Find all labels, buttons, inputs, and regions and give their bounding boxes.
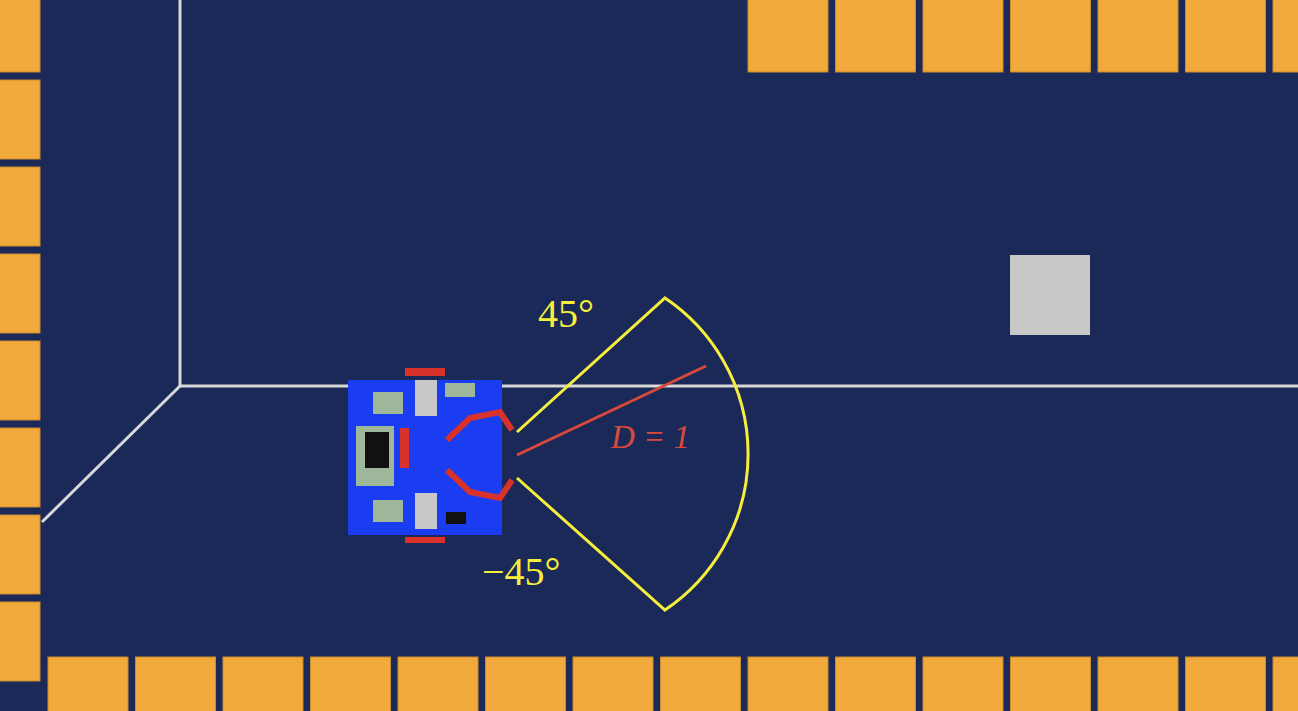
border-tile [1011, 0, 1091, 72]
field-line [180, 385, 1298, 388]
brick [356, 426, 394, 486]
border-tile [748, 0, 828, 72]
distance-label: D = 1 [611, 421, 690, 454]
border-tile [1098, 657, 1178, 711]
claw [447, 412, 512, 440]
border-tile [923, 0, 1003, 72]
border-tile [136, 657, 216, 711]
field-lines [42, 0, 1298, 522]
border-tile [748, 657, 828, 711]
robot [348, 368, 512, 543]
distance-ray [517, 366, 706, 455]
border-tile [1273, 0, 1298, 72]
border-tile [48, 657, 128, 711]
wheel [415, 380, 437, 416]
angle-label: 45° [538, 294, 594, 334]
module [373, 392, 403, 414]
border-tile [0, 428, 40, 507]
border-tile [1186, 657, 1266, 711]
border-tile [1011, 657, 1091, 711]
border-tile [836, 657, 916, 711]
wheel [415, 493, 437, 529]
border-tile [0, 0, 40, 72]
border-tile [486, 657, 566, 711]
border-tile [0, 515, 40, 594]
module [373, 500, 403, 522]
field-line [179, 0, 182, 386]
border-tile [0, 602, 40, 681]
border-tile [1098, 0, 1178, 72]
module [445, 383, 475, 397]
border-tile [1186, 0, 1266, 72]
port [446, 512, 466, 524]
border-tile [836, 0, 916, 72]
border-tile [573, 657, 653, 711]
screen [365, 432, 389, 468]
border-tile [0, 167, 40, 246]
claw [447, 470, 512, 498]
field-line [42, 386, 180, 522]
border-tile [661, 657, 741, 711]
wheel-mark [405, 368, 445, 376]
robot-body [348, 380, 502, 535]
border-tile [923, 657, 1003, 711]
border-tile [1273, 657, 1298, 711]
border-tile [0, 341, 40, 420]
angle-label: −45° [482, 552, 561, 592]
grey-block [1010, 255, 1090, 335]
border-tile [223, 657, 303, 711]
indicator [400, 428, 409, 468]
border-tile [398, 657, 478, 711]
wheel-mark [405, 537, 445, 543]
border-tile [0, 254, 40, 333]
border-tile [0, 80, 40, 159]
border-tile [311, 657, 391, 711]
